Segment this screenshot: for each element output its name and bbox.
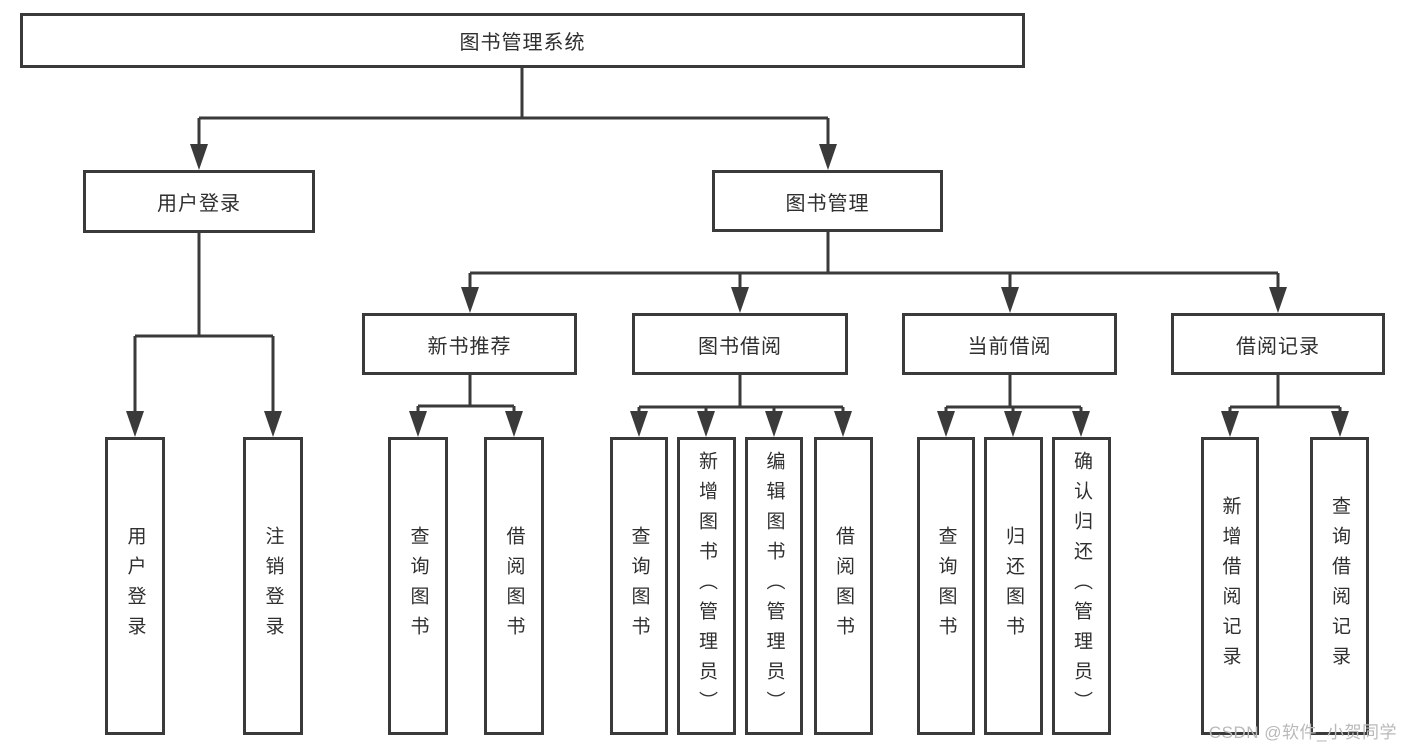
node-borrow-records-label: 借阅记录 [1236, 335, 1320, 358]
leaf-query-borrow-record: 查询借阅记录 [1310, 437, 1369, 735]
connector-newbooks-to-leaves [416, 375, 516, 415]
leaf-add-borrow-record-label: 新增借阅记录 [1219, 496, 1241, 676]
connector-current-to-leaves [944, 375, 1083, 415]
leaf-borrow-books-recommend: 借阅图书 [484, 437, 544, 735]
leaf-query-borrow-record-label: 查询借阅记录 [1329, 496, 1350, 676]
leaf-query-books-current: 查询图书 [917, 437, 975, 735]
node-new-book-recommend: 新书推荐 [362, 313, 577, 375]
leaf-add-book-admin: 新增图书（管理员） [677, 437, 736, 735]
leaf-edit-book-admin-label: 编辑图书（管理员） [763, 451, 785, 721]
node-book-management-label: 图书管理 [785, 192, 870, 215]
leaf-user-login: 用户登录 [105, 437, 165, 735]
node-root: 图书管理系统 [20, 13, 1025, 68]
connector-userlogin-to-leaves [133, 233, 275, 415]
leaf-add-book-admin-label: 新增图书（管理员） [696, 451, 717, 721]
leaf-return-book-label: 归还图书 [1003, 526, 1024, 646]
arrow-down-icon [819, 144, 837, 170]
arrow-down-icon [190, 144, 208, 170]
leaf-query-books-current-label: 查询图书 [935, 526, 957, 646]
csdn-watermark: CSDN @软件_小贺同学 [1208, 723, 1397, 742]
arrow-down-icon [697, 411, 715, 437]
leaf-query-books-recommend-label: 查询图书 [407, 526, 429, 646]
node-book-management: 图书管理 [712, 170, 943, 232]
arrow-down-icon [630, 411, 648, 437]
leaf-borrow-books: 借阅图书 [814, 437, 873, 735]
arrow-down-icon [264, 411, 282, 437]
arrowheads [126, 144, 1349, 437]
arrow-down-icon [1269, 287, 1287, 313]
node-new-book-recommend-label: 新书推荐 [427, 335, 512, 358]
arrow-down-icon [765, 411, 783, 437]
leaf-borrow-books-label: 借阅图书 [833, 526, 854, 646]
leaf-edit-book-admin: 编辑图书（管理员） [745, 437, 803, 735]
node-user-login-label: 用户登录 [157, 193, 241, 215]
leaf-borrow-books-recommend-label: 借阅图书 [503, 526, 525, 646]
leaf-return-book: 归还图书 [984, 437, 1043, 735]
arrow-down-icon [1001, 287, 1019, 313]
arrow-down-icon [1072, 411, 1090, 437]
node-current-borrow-label: 当前借阅 [967, 335, 1052, 358]
node-user-login: 用户登录 [83, 170, 315, 233]
leaf-query-books-borrow-label: 查询图书 [628, 526, 650, 646]
leaf-confirm-return-admin-label: 确认归还（管理员） [1071, 451, 1092, 721]
arrow-down-icon [1331, 411, 1349, 437]
connector-root-to-level2 [197, 68, 830, 148]
leaf-confirm-return-admin: 确认归还（管理员） [1052, 437, 1111, 735]
leaf-add-borrow-record: 新增借阅记录 [1201, 437, 1259, 735]
connector-borrow-to-leaves [637, 375, 845, 415]
node-book-borrow-label: 图书借阅 [698, 335, 782, 358]
leaf-logout: 注销登录 [243, 437, 303, 735]
arrow-down-icon [731, 287, 749, 313]
arrow-down-icon [126, 411, 144, 437]
leaf-logout-label: 注销登录 [262, 526, 284, 646]
connector-bookmgmt-to-level3 [468, 232, 1280, 291]
arrow-down-icon [461, 287, 479, 313]
arrow-down-icon [834, 411, 852, 437]
arrow-down-icon [1004, 411, 1022, 437]
connector-records-to-leaves [1228, 375, 1342, 415]
node-book-borrow: 图书借阅 [632, 313, 848, 375]
arrow-down-icon [505, 411, 523, 437]
node-root-label: 图书管理系统 [459, 32, 586, 54]
leaf-user-login-label: 用户登录 [124, 526, 146, 646]
arrow-down-icon [937, 411, 955, 437]
leaf-query-books-borrow: 查询图书 [610, 437, 668, 735]
node-current-borrow: 当前借阅 [902, 313, 1117, 375]
arrow-down-icon [1221, 411, 1239, 437]
arrow-down-icon [409, 411, 427, 437]
node-borrow-records: 借阅记录 [1171, 313, 1385, 375]
leaf-query-books-recommend: 查询图书 [388, 437, 448, 735]
